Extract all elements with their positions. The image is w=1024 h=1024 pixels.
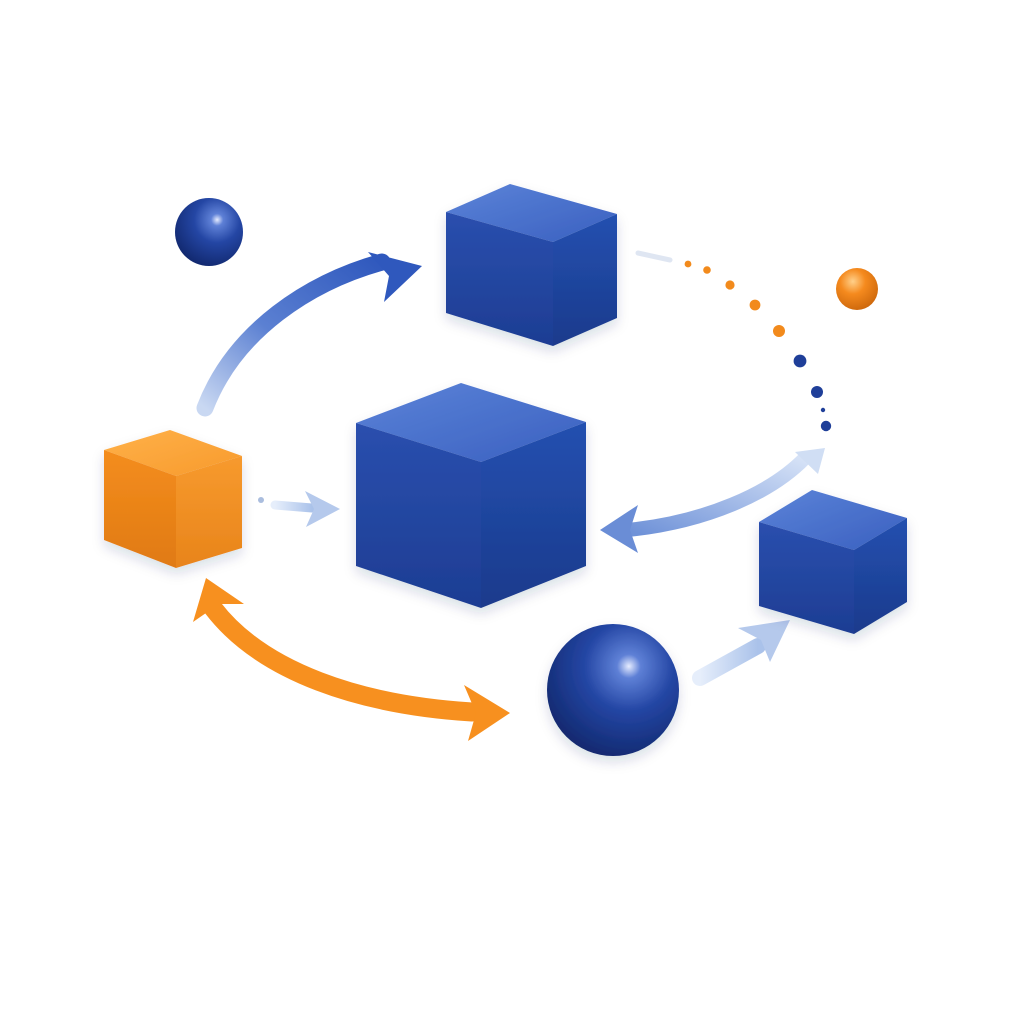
connector-large-sphere-to-right-cube bbox=[692, 620, 790, 686]
connector-top-cube-to-right-cube-dotted bbox=[635, 250, 832, 432]
small-sphere-top-left bbox=[175, 198, 243, 266]
arrowhead-icon bbox=[464, 685, 510, 741]
arrowhead-icon bbox=[600, 505, 638, 553]
top-cube bbox=[446, 184, 617, 346]
arrowhead-icon bbox=[795, 448, 825, 474]
arrowhead-icon bbox=[738, 620, 790, 662]
orange-cube bbox=[104, 430, 242, 568]
connector-orange-cube-to-large-sphere bbox=[193, 578, 510, 741]
connector-right-cube-to-central-cube bbox=[600, 448, 825, 553]
connector-orange-cube-to-central-cube bbox=[258, 491, 340, 527]
arrowhead-icon bbox=[193, 578, 244, 622]
right-cube bbox=[759, 490, 907, 634]
connector-orange-cube-to-top-cube bbox=[196, 252, 422, 417]
small-sphere-top-right bbox=[836, 268, 878, 310]
central-cube bbox=[356, 383, 586, 608]
arrowhead-icon bbox=[368, 252, 422, 302]
arrowhead-icon bbox=[305, 491, 340, 527]
large-sphere bbox=[547, 624, 679, 756]
